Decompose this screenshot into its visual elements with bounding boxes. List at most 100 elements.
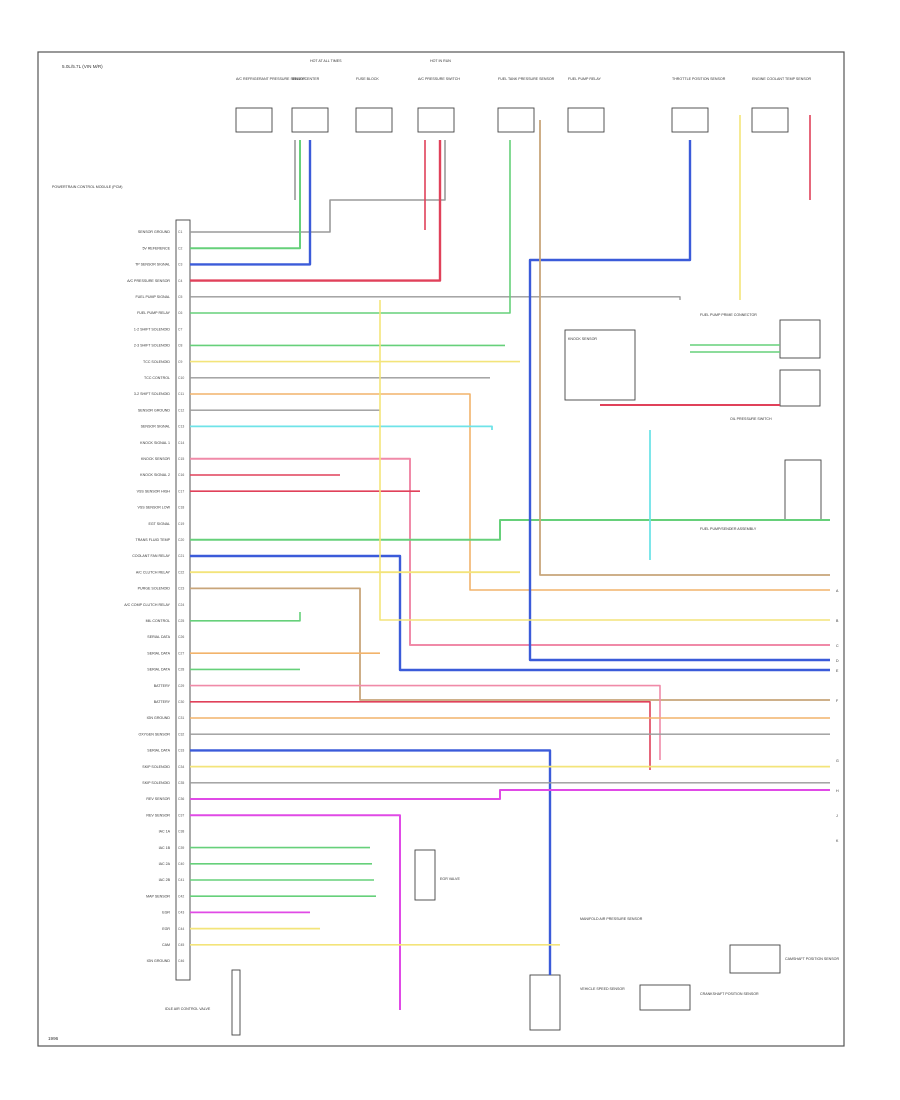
ckp-label: CRANKSHAFT POSITION SENSOR <box>700 992 759 996</box>
pcm-pin-number: C43 <box>178 911 184 915</box>
right-edge-label: E <box>836 669 839 673</box>
top-component-box <box>751 107 789 133</box>
pcm-pin-number: C18 <box>178 506 184 510</box>
egr-valve-label: EGR VALVE <box>440 877 460 881</box>
top-component-box <box>235 107 273 133</box>
pcm-pin-number: C37 <box>178 813 184 817</box>
top-component-box <box>567 107 605 133</box>
top-component-label: RELAY CENTER <box>292 77 320 81</box>
pcm-pin-number: C36 <box>178 797 184 801</box>
pcm-pin-label: MAP SENSOR <box>146 894 170 898</box>
diagram-frame <box>37 51 845 1047</box>
pcm-connector <box>175 219 191 981</box>
pcm-pin-number: C16 <box>178 473 184 477</box>
diagram-title: 5.0L/5.7L (VIN M/R) <box>62 64 103 69</box>
right-edge-label: A <box>836 589 839 593</box>
pcm-pin-number: C45 <box>178 943 184 947</box>
pcm-pin-label: SERIAL DATA <box>147 668 170 672</box>
pcm-pin-label: IAC 2B <box>159 878 171 882</box>
pcm-pin-number: C31 <box>178 716 184 720</box>
pcm-pin-label: FUEL PUMP SIGNAL <box>135 295 170 299</box>
top-component-label: A/C PRESSURE SWITCH <box>418 77 460 81</box>
top-component-label: THROTTLE POSITION SENSOR <box>672 77 726 81</box>
pcm-pin-label: IGN GROUND <box>147 716 171 720</box>
fuel-pump-prime-label: FUEL PUMP PRIME CONNECTOR <box>700 313 757 317</box>
top-component-box <box>291 107 329 133</box>
wires <box>190 115 830 1010</box>
pcm-pin-label: KNOCK SENSOR <box>141 457 170 461</box>
cmp-label: CAMSHAFT POSITION SENSOR <box>785 957 839 961</box>
fuel-pump-prime-connector <box>779 319 821 359</box>
vss-label: VEHICLE SPEED SENSOR <box>580 987 625 991</box>
pcm-pin-label: TCC CONTROL <box>144 376 170 380</box>
wire <box>190 519 830 541</box>
top-component-label: ENGINE COOLANT TEMP SENSOR <box>752 77 812 81</box>
pcm-pin-number: C8 <box>178 344 182 348</box>
right-edge-label: F <box>836 699 839 703</box>
top-component-box <box>417 107 455 133</box>
pcm-pin-number: C38 <box>178 830 184 834</box>
wire <box>190 612 301 622</box>
pcm-pin-number: C12 <box>178 408 184 412</box>
pcm-pin-number: C4 <box>178 279 182 283</box>
pcm-pin-label: SKIP SOLENOID <box>142 765 170 769</box>
pcm-pin-label: EGR <box>162 911 170 915</box>
top-component-label: A/C REFRIGERANT PRESSURE SENSOR <box>236 77 306 81</box>
pcm-pin-label: REV SENSOR <box>146 813 170 817</box>
pcm-pin-label: SENSOR SIGNAL <box>141 425 170 429</box>
wire <box>190 700 651 770</box>
right-edge-label: C <box>836 644 839 648</box>
pcm-pin-label: REV SENSOR <box>146 797 170 801</box>
top-component-box <box>671 107 709 133</box>
wire <box>190 749 552 975</box>
pcm-pin-number: C33 <box>178 749 184 753</box>
pcm-pin-label: 3-2 SHIFT SOLENOID <box>134 392 170 396</box>
camshaft-position-sensor <box>729 944 781 974</box>
pcm-title: POWERTRAIN CONTROL MODULE (PCM) <box>52 185 122 189</box>
pcm-pin-number: C30 <box>178 700 184 704</box>
pcm-pin-label: A/C CLUTCH RELAY <box>136 570 171 574</box>
wire <box>190 425 493 430</box>
wire <box>539 120 830 576</box>
pcm-pin-number: C10 <box>178 376 184 380</box>
pcm-pin-label: EGR <box>162 927 170 931</box>
wire <box>190 393 830 591</box>
top-label-hot-in-run: HOT IN RUN <box>430 59 451 63</box>
wire <box>190 457 830 646</box>
pcm-pin-label: OXYGEN SENSOR <box>138 732 170 736</box>
knock-sensor-label: KNOCK SENSOR <box>568 337 597 341</box>
pcm-pin-label: TP SENSOR SIGNAL <box>135 263 170 267</box>
pcm-pin-number: C15 <box>178 457 184 461</box>
pcm-pin-label: IAC 1A <box>159 830 171 834</box>
pcm-pin-number: C5 <box>178 295 182 299</box>
pcm-pin-number: C6 <box>178 311 182 315</box>
pcm-pin-number: C26 <box>178 635 184 639</box>
wire <box>190 296 681 300</box>
top-component-label: FUSE BLOCK <box>356 77 379 81</box>
wire <box>190 140 446 233</box>
pcm-pin-label: IAC 2A <box>159 862 171 866</box>
pcm-pin-number: C35 <box>178 781 184 785</box>
vehicle-speed-sensor <box>529 974 561 1031</box>
iac-valve <box>231 969 241 1036</box>
wire <box>190 140 442 282</box>
pcm-pin-label: 1-2 SHIFT SOLENOID <box>134 327 170 331</box>
pcm-pin-number: C34 <box>178 765 184 769</box>
pcm-pin-number: C29 <box>178 684 184 688</box>
pcm-pin-number: C11 <box>178 392 184 396</box>
wire <box>190 684 661 760</box>
right-edge-label: G <box>836 759 839 763</box>
pcm-pin-number: C25 <box>178 619 184 623</box>
wire <box>190 140 511 314</box>
pcm-pin-label: BATTERY <box>154 700 171 704</box>
pcm-pin-number: C17 <box>178 489 184 493</box>
wire <box>379 300 830 621</box>
fuel-pump-sender <box>784 459 822 521</box>
pcm-pin-number: C1 <box>178 230 182 234</box>
wire <box>528 140 830 662</box>
right-edge-label: B <box>836 619 839 623</box>
pcm-pin-number: C23 <box>178 587 184 591</box>
